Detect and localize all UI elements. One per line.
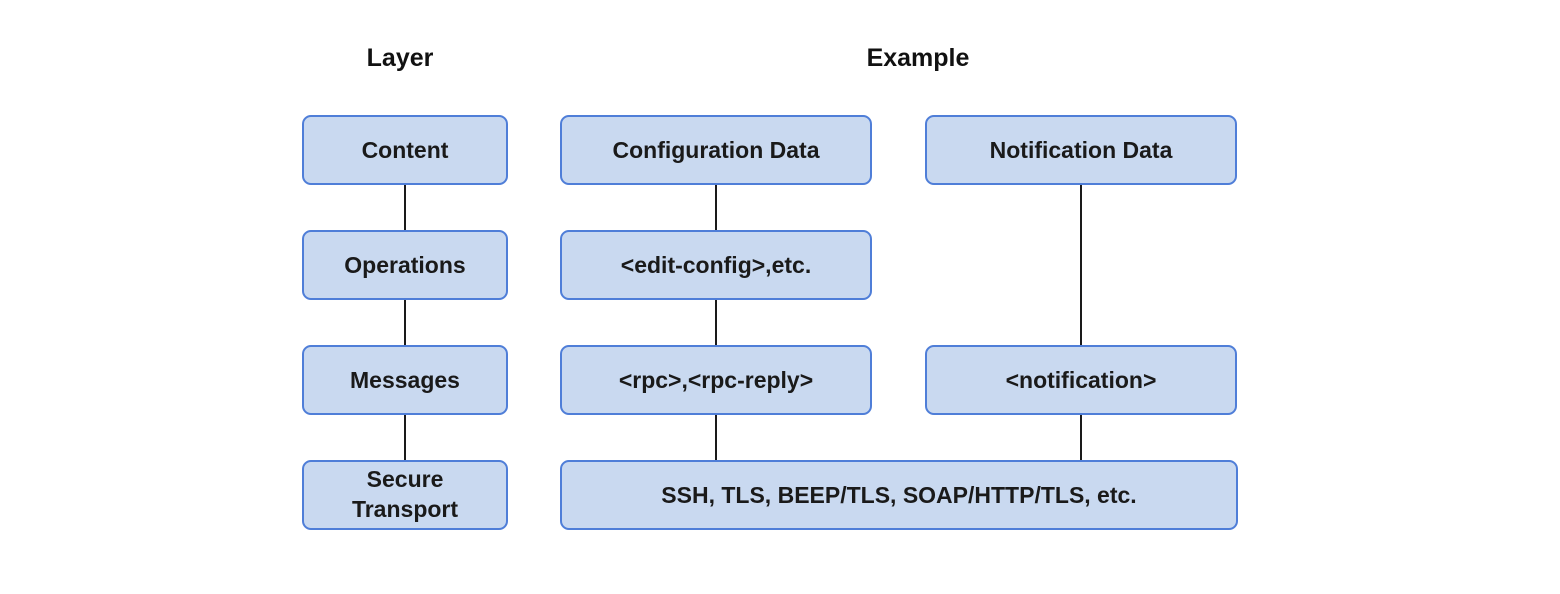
example-column-header: Example (866, 44, 970, 72)
layer-column-header: Layer (366, 44, 434, 72)
box-notification: <notification> (925, 345, 1237, 415)
box-rpc-rpc-reply: <rpc>,<rpc-reply> (560, 345, 872, 415)
box-edit-config: <edit-config>,etc. (560, 230, 872, 300)
box-content-layer: Content (302, 115, 508, 185)
connector-messages-secure-transport (404, 415, 406, 460)
connector-operations-messages (404, 300, 406, 345)
box-transport-protocols: SSH, TLS, BEEP/TLS, SOAP/HTTP/TLS, etc. (560, 460, 1238, 530)
connector-editconfig-rpc (715, 300, 717, 345)
connector-notifdata-notification (1080, 185, 1082, 345)
box-messages-layer: Messages (302, 345, 508, 415)
connector-notification-transport (1080, 415, 1082, 460)
box-secure-transport-layer: Secure Transport (302, 460, 508, 530)
connector-content-operations (404, 185, 406, 230)
connector-configdata-editconfig (715, 185, 717, 230)
box-notification-data: Notification Data (925, 115, 1237, 185)
box-operations-layer: Operations (302, 230, 508, 300)
connector-rpc-transport (715, 415, 717, 460)
box-configuration-data: Configuration Data (560, 115, 872, 185)
